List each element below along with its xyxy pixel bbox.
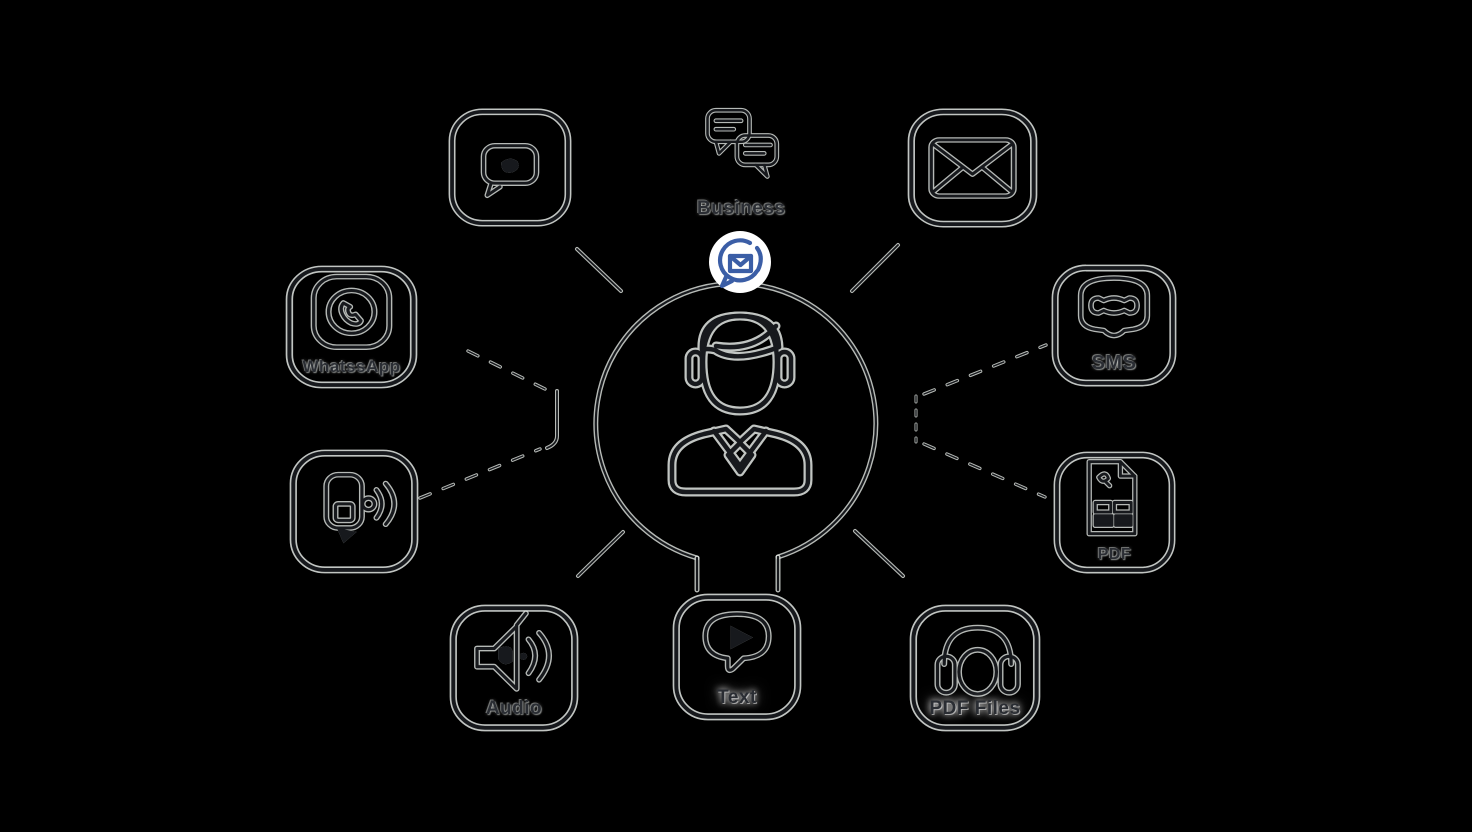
node-label-pdf: PDF <box>1097 546 1132 563</box>
node-voice <box>288 448 420 575</box>
node-messenger <box>447 107 573 228</box>
node-text: Text <box>671 592 803 722</box>
dashed-connectors <box>418 343 1048 500</box>
brand-chat-envelope-logo <box>718 238 763 289</box>
node-label-business: Business <box>697 198 786 219</box>
node-label-sms: SMS <box>1091 352 1137 374</box>
node-pdf-files: PDF Files <box>908 603 1042 733</box>
loudspeaker-icon <box>476 612 550 690</box>
hub-neck <box>694 554 781 593</box>
node-label-whatsapp: WhatssApp <box>302 357 401 376</box>
node-label-pdf-files: PDF Files <box>929 698 1021 719</box>
voice-note-icon <box>325 474 395 544</box>
node-pdf: PDF <box>1052 450 1177 575</box>
pdf-file-icon <box>1088 461 1136 535</box>
node-business: Business <box>697 104 786 219</box>
node-sms: SMS <box>1050 263 1178 388</box>
speech-bubble-filled-icon <box>482 145 538 196</box>
node-label-text: Text <box>717 687 757 708</box>
node-label-audio: Audio <box>485 698 543 719</box>
solid-connectors <box>575 243 905 578</box>
whatsapp-icon <box>313 275 390 348</box>
chat-play-icon <box>704 613 770 671</box>
left-bracket <box>545 389 559 450</box>
node-whatsapp: WhatssApp <box>284 264 419 390</box>
chat-bubbles-icon <box>706 109 778 177</box>
node-email <box>906 107 1039 229</box>
brand-logo-badge <box>707 229 773 295</box>
node-audio: Audio <box>448 603 580 733</box>
support-agent-icon <box>671 315 809 493</box>
message-bubble-icon <box>1080 277 1148 337</box>
envelope-icon <box>930 139 1015 197</box>
headphones-icon <box>936 627 1019 695</box>
